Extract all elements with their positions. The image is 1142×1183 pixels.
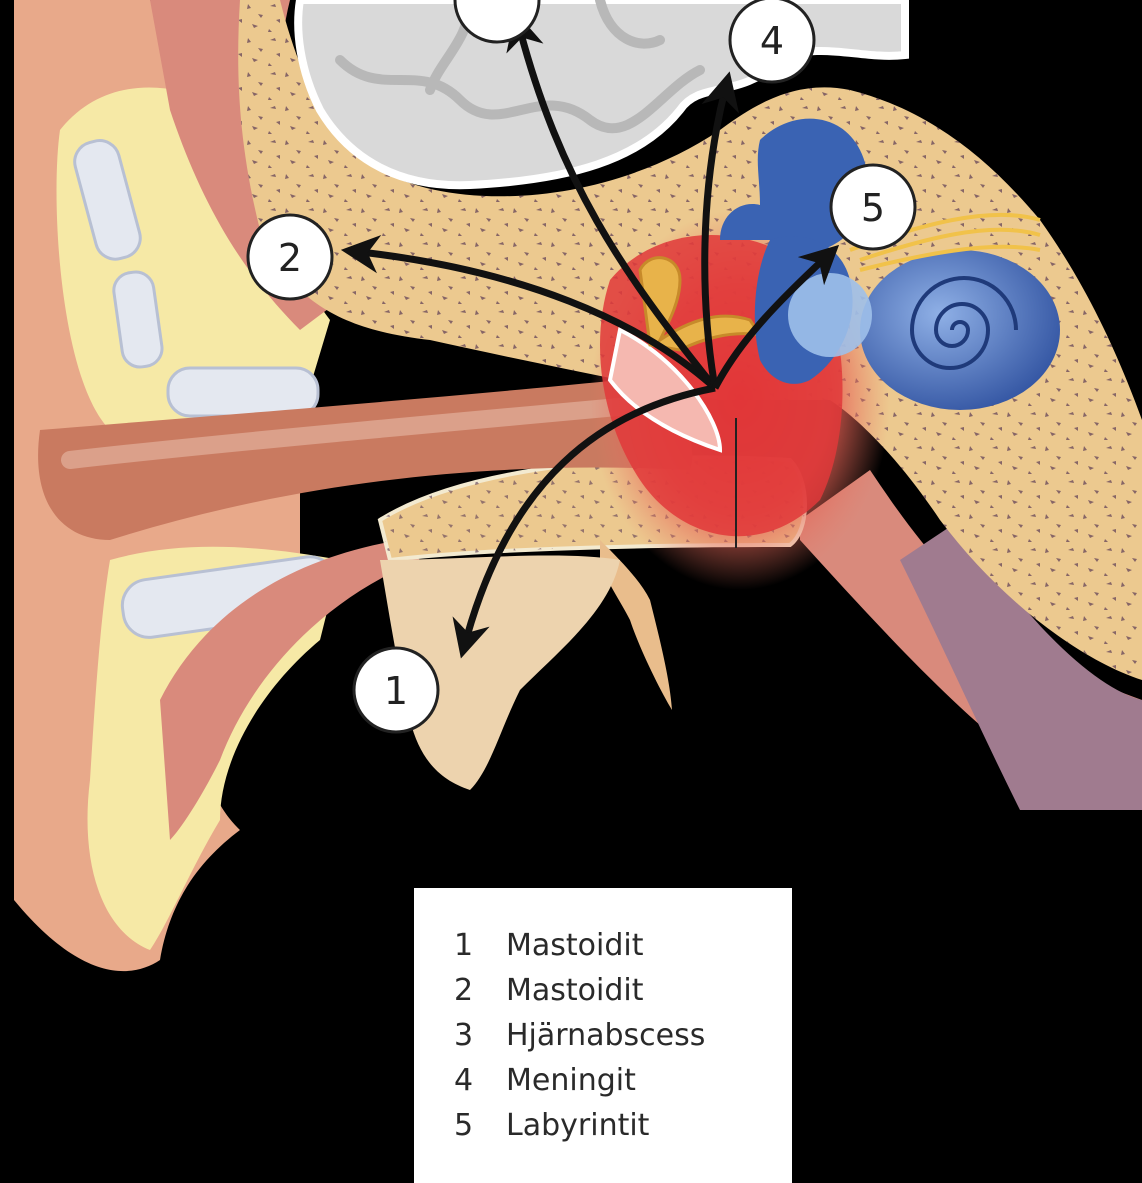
legend-item: 5 Labyrintit xyxy=(454,1108,792,1153)
legend-number: 3 xyxy=(454,1018,506,1053)
legend-label: Meningit xyxy=(506,1063,636,1098)
legend-item: 2 Mastoidit xyxy=(454,973,792,1018)
marker-4-label: 4 xyxy=(760,19,784,63)
marker-4: 4 xyxy=(730,0,814,82)
legend-item: 4 Meningit xyxy=(454,1063,792,1108)
marker-1: 1 xyxy=(354,648,438,732)
legend-number: 4 xyxy=(454,1063,506,1098)
legend-number: 1 xyxy=(454,928,506,963)
cochlea xyxy=(860,250,1060,410)
legend-label: Mastoidit xyxy=(506,928,644,963)
marker-5: 5 xyxy=(831,165,915,249)
legend-number: 2 xyxy=(454,973,506,1008)
legend-item: 1 Mastoidit xyxy=(454,928,792,973)
legend-label: Mastoidit xyxy=(506,973,644,1008)
legend-box: 1 Mastoidit 2 Mastoidit 3 Hjärnabscess 4… xyxy=(414,888,792,1183)
marker-1-label: 1 xyxy=(384,669,408,713)
legend-label: Hjärnabscess xyxy=(506,1018,705,1053)
legend-label: Labyrintit xyxy=(506,1108,649,1143)
cartilage-plate xyxy=(168,368,318,416)
marker-5-label: 5 xyxy=(861,186,885,230)
marker-2: 2 xyxy=(248,215,332,299)
marker-2-label: 2 xyxy=(278,236,302,280)
legend-item: 3 Hjärnabscess xyxy=(454,1018,792,1063)
legend-number: 5 xyxy=(454,1108,506,1143)
